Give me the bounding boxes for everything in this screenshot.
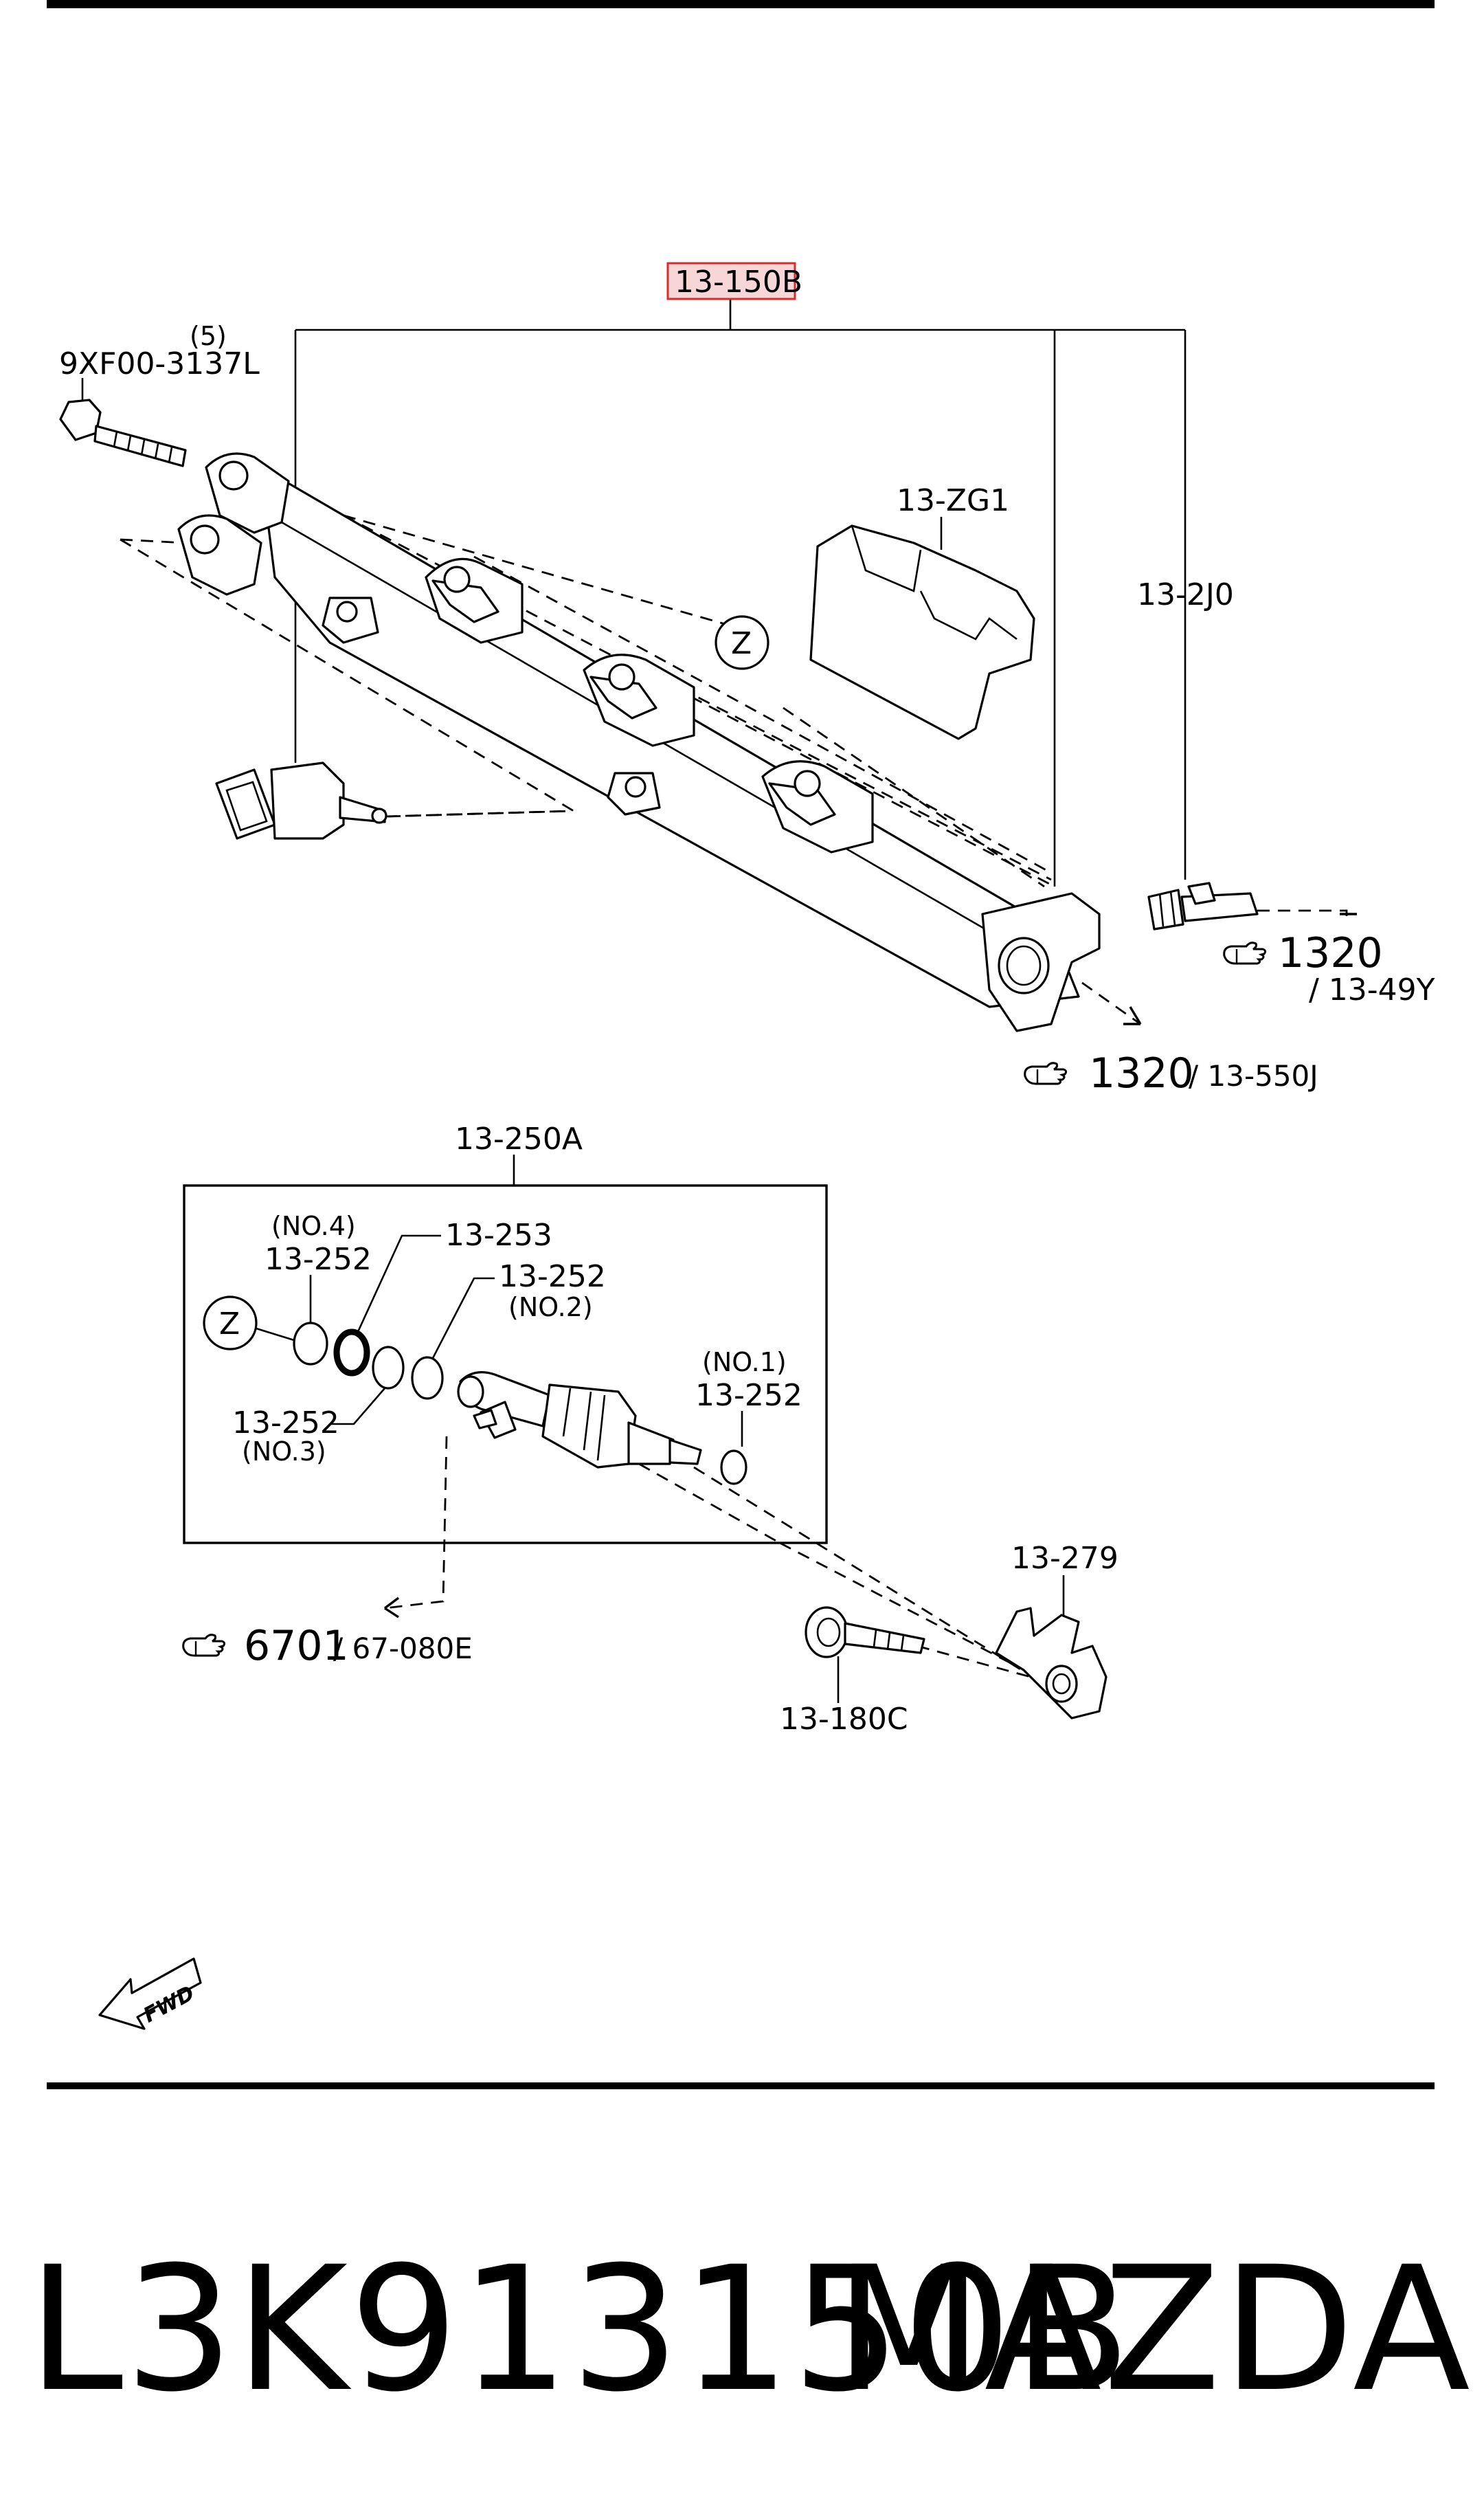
oring-no4[interactable] — [293, 1322, 328, 1366]
return-pipe-label[interactable]: 13-2J0 — [1137, 577, 1234, 612]
bolt-part-label[interactable]: 9XF00-3137L — [59, 346, 260, 381]
oring-no2-label[interactable]: 13-252 — [499, 1259, 606, 1294]
fwd-arrow-icon: FWD — [98, 1957, 202, 2030]
z-marker-box: Z — [203, 1295, 258, 1350]
ref-1320-b[interactable]: 1320 — [1089, 1049, 1194, 1098]
oring-no4-label[interactable]: 13-252 — [265, 1242, 372, 1277]
return-pipe-fitting[interactable] — [1147, 882, 1259, 931]
ref-1320-a[interactable]: 1320 — [1278, 929, 1383, 977]
main-assembly-label[interactable]: 13-150B — [675, 265, 802, 300]
oring-no3-pos: (NO.3) — [242, 1436, 326, 1467]
oring-no3[interactable] — [372, 1346, 405, 1390]
ref-6701-sub: / 67-080E — [333, 1632, 473, 1665]
oring-no3-label[interactable]: 13-252 — [232, 1405, 339, 1440]
bracket-label[interactable]: 13-279 — [1011, 1541, 1118, 1576]
injector-bracket[interactable] — [995, 1607, 1108, 1720]
shield-label[interactable]: 13-ZG1 — [897, 483, 1009, 518]
fuel-injector[interactable] — [457, 1371, 702, 1469]
pointing-hand-icon — [1223, 942, 1267, 965]
rail-bolt[interactable] — [59, 399, 187, 467]
guide-lines-lower — [384, 1436, 1031, 1678]
ref-6701[interactable]: 6701 — [244, 1622, 349, 1670]
oring-no4-pos: (NO.4) — [271, 1211, 356, 1241]
oring-253-label[interactable]: 13-253 — [445, 1218, 552, 1253]
pointing-hand-icon — [182, 1634, 226, 1657]
injector-assembly-label[interactable]: 13-250A — [455, 1122, 583, 1157]
bracket-bolt-label[interactable]: 13-180C — [780, 1702, 908, 1737]
pointing-hand-icon — [1024, 1062, 1068, 1085]
top-border — [47, 0, 1435, 8]
ref-1320-b-sub: / 13-550J — [1189, 1059, 1318, 1093]
brand-name: MAZDA — [834, 2229, 1472, 2429]
oring-no2[interactable] — [411, 1356, 444, 1400]
oring-no1[interactable] — [720, 1449, 747, 1485]
pressure-sensor[interactable] — [215, 761, 387, 840]
oring-no2-pos: (NO.2) — [508, 1292, 593, 1322]
fuel-rail[interactable] — [177, 452, 1101, 1032]
svg-text:Z: Z — [219, 1306, 240, 1342]
z-marker-top: Z — [715, 615, 769, 670]
bolt-qty: (5) — [190, 321, 227, 351]
heat-shield[interactable] — [809, 524, 1035, 740]
highlight-box — [666, 262, 796, 300]
oring-253[interactable] — [333, 1328, 370, 1377]
svg-text:Z: Z — [731, 626, 752, 661]
bottom-border — [47, 2082, 1435, 2089]
oring-no1-label[interactable]: 13-252 — [695, 1378, 802, 1413]
injector-kit-box — [183, 1184, 828, 1544]
bracket-bolt[interactable] — [805, 1606, 925, 1658]
ref-1320-a-sub: / 13-49Y — [1309, 972, 1435, 1008]
part-number: L3K913150B — [27, 2229, 1133, 2429]
oring-no1-pos: (NO.1) — [702, 1347, 787, 1377]
